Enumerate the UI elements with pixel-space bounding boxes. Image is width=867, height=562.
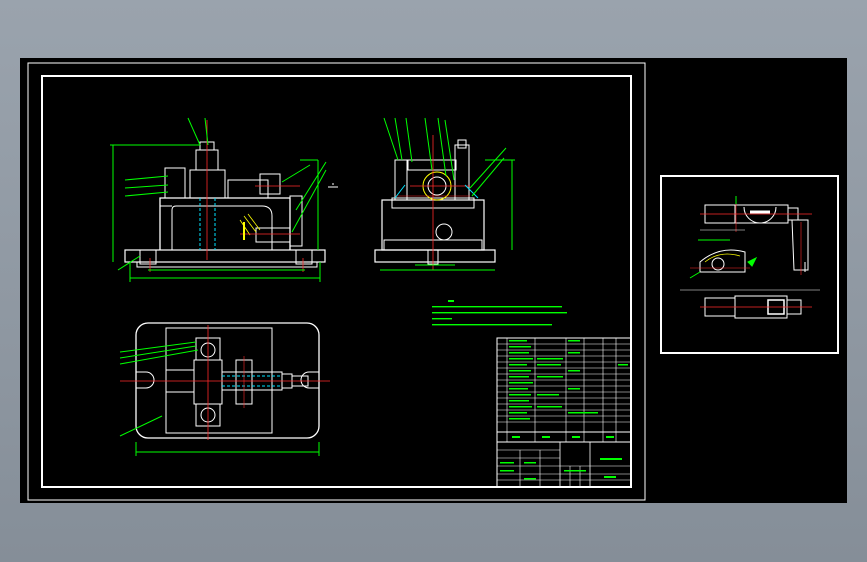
parts-list[interactable]: [496, 337, 632, 488]
top-view[interactable]: [119, 322, 330, 456]
technical-notes: [432, 300, 567, 326]
view-marker: [328, 183, 338, 188]
side-view[interactable]: [374, 117, 515, 271]
sheet-frame: [27, 62, 646, 501]
title-block[interactable]: [496, 441, 632, 488]
detail-frame: [660, 175, 839, 354]
drawing-canvas[interactable]: [20, 58, 847, 503]
front-view[interactable]: [110, 117, 327, 282]
detail-view[interactable]: [680, 196, 820, 319]
